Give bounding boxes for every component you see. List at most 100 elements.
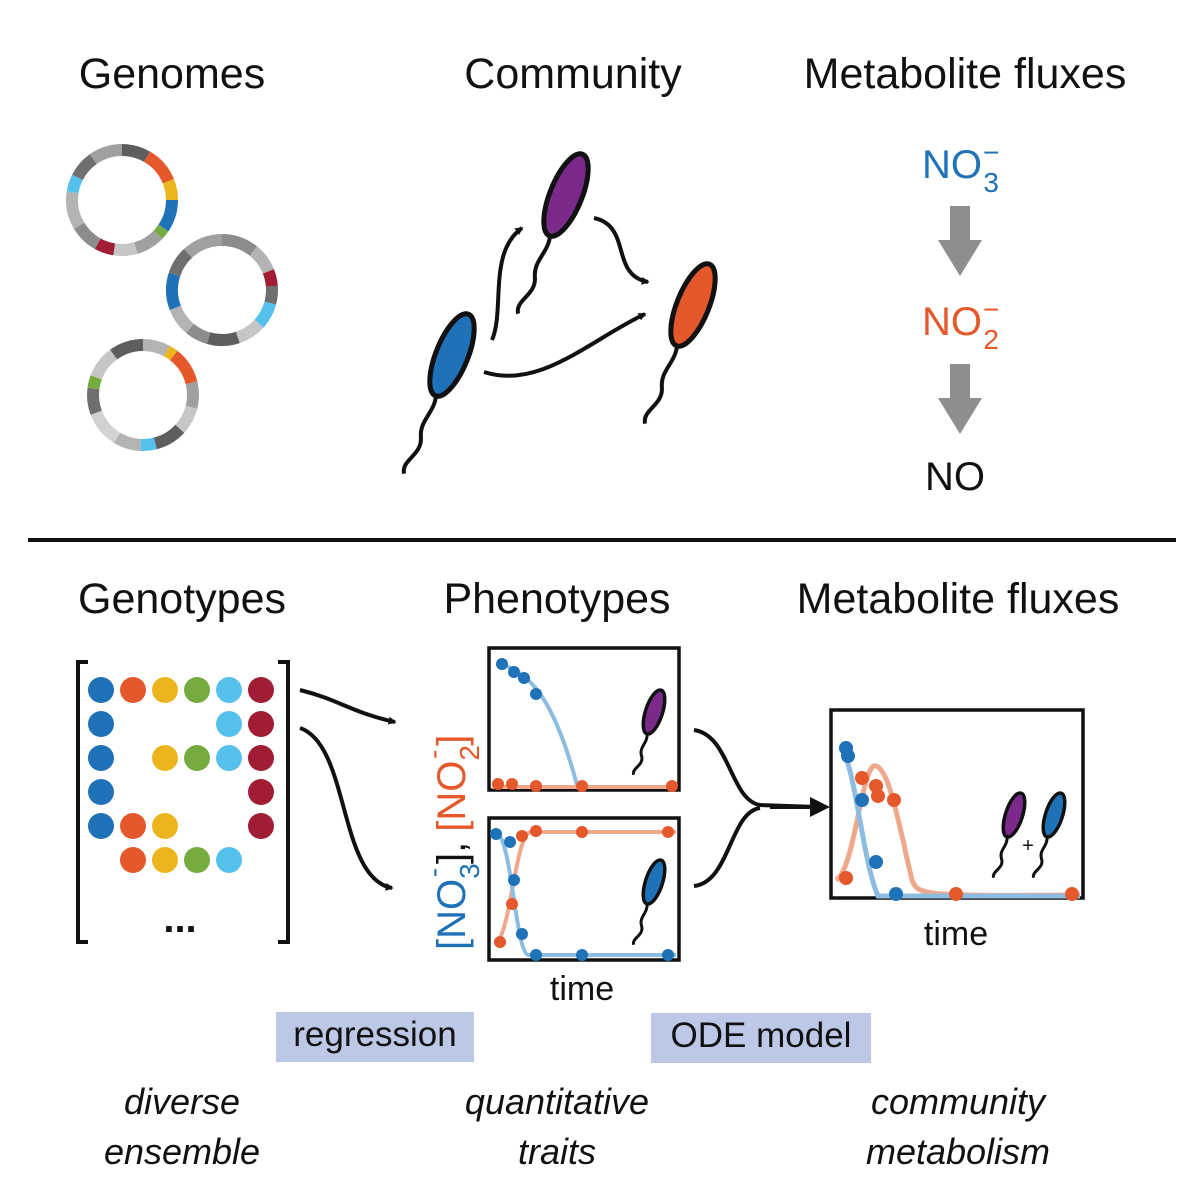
nitrite-points (492, 778, 678, 792)
genotype-dot (248, 779, 274, 805)
genotype-matrix (88, 677, 274, 873)
genome-segment (162, 179, 178, 201)
genotype-dot (152, 847, 178, 873)
caption-middle-line2: traits (518, 1131, 596, 1172)
genotype-dot (184, 847, 210, 873)
genotype-dot (88, 779, 114, 805)
bacterium-blue (401, 311, 477, 475)
genotype-dot (88, 745, 114, 771)
genome-segment (183, 234, 223, 258)
genomes-title: Genomes (79, 50, 265, 98)
bacterium-purple (515, 151, 591, 315)
nitrite-points (494, 825, 674, 948)
mini-bacterium-blue (631, 858, 667, 946)
genome-segment (169, 350, 198, 385)
genome-segment (113, 432, 142, 451)
genome-segment (168, 248, 193, 277)
ode-model-highlight (651, 1013, 871, 1063)
community-plot: + (829, 708, 1085, 901)
genotype-dot (88, 711, 114, 737)
arrow-down-1 (938, 206, 982, 276)
arrow-top-plot-to-combined (693, 728, 819, 809)
genome-segment (90, 410, 121, 443)
genome-segment (175, 405, 198, 433)
genotype-dot (248, 813, 274, 839)
svg-text:[NO3-],[NO2-]: [NO3-],[NO2-] (418, 735, 485, 950)
genotypes-title: Genotypes (78, 575, 286, 623)
arrow-down-2 (938, 364, 982, 434)
community-title: Community (464, 50, 682, 98)
bacterium-orange (642, 261, 718, 425)
regression-highlight (276, 1012, 474, 1062)
genome-segment (169, 305, 194, 333)
genome-segment (235, 319, 264, 344)
regression-label: regression (293, 1015, 456, 1054)
caption-middle-line1: quantitative (465, 1081, 649, 1122)
genome-segment (73, 222, 101, 249)
genotype-dot (184, 677, 210, 703)
arrow-bottom-plot-to-combined (693, 806, 761, 888)
genome-segment (143, 151, 174, 184)
genome-segment (140, 437, 157, 451)
caption-left-line1: diverse (124, 1081, 240, 1122)
nitrate-label: NO−3 (922, 137, 999, 198)
nitrite-points (839, 771, 1079, 901)
phenotype-plot-blue (487, 816, 681, 962)
genome-segment (254, 301, 277, 328)
genotype-dot (152, 745, 178, 771)
genotype-dot (248, 745, 274, 771)
arrow-matrix-to-top-plot (299, 688, 397, 725)
genome-segment (249, 246, 274, 274)
phenotype-plot-purple (487, 646, 681, 792)
genotype-dot (248, 677, 274, 703)
arrow-blue-to-purple (490, 226, 524, 341)
bottom-fluxes-title: Metabolite fluxes (797, 575, 1120, 623)
nitrogen-chain: NO−3 NO−2 NO (922, 137, 999, 499)
genome-segment (153, 424, 185, 450)
arrow-purple-to-orange (593, 216, 650, 285)
genotype-dot (216, 677, 242, 703)
nitrate-points (490, 828, 674, 961)
mini-bacterium-blue-combined (1031, 791, 1067, 879)
mini-bacterium-purple-combined (991, 791, 1027, 879)
arrow-matrix-to-bottom-plot (299, 726, 394, 891)
genome-segment (113, 242, 138, 256)
genotype-dot (88, 677, 114, 703)
genotype-dot (184, 745, 210, 771)
genome-segment (72, 154, 97, 181)
genome-segment (87, 375, 102, 390)
genotype-dot (88, 813, 114, 839)
genotype-dot (152, 813, 178, 839)
community-diagram (401, 151, 718, 475)
phenotype-ylabel: [NO3-],[NO2-] (418, 735, 485, 950)
genome-segment (133, 230, 163, 254)
mini-bacterium-purple (631, 688, 667, 776)
nitrite-label: NO−2 (922, 294, 999, 355)
genome-segment (221, 234, 258, 256)
time-label-community: time (924, 915, 988, 953)
caption-right-line1: community (871, 1081, 1047, 1122)
genome-segment (166, 272, 182, 310)
genome-segment (142, 339, 170, 357)
ode-model-label: ODE model (671, 1016, 852, 1055)
genome-rings (66, 144, 278, 451)
genome-segment (262, 269, 278, 287)
plus-sign: + (1022, 835, 1034, 857)
genome-segment (158, 199, 178, 232)
genotype-dot (120, 813, 146, 839)
genome-segment (153, 224, 169, 239)
genome-segment (206, 331, 240, 346)
genome-segment (110, 339, 144, 360)
genome-segment (89, 144, 123, 165)
genome-segment (121, 144, 150, 163)
genotype-dot (152, 677, 178, 703)
genome-segment (185, 381, 199, 409)
nitrate-points (839, 741, 903, 901)
arrow-blue-to-orange (483, 312, 647, 378)
genome-segment (163, 345, 178, 361)
genotype-dot (120, 677, 146, 703)
genome-segment (87, 387, 102, 415)
genotype-dot (216, 711, 242, 737)
genome-segment (94, 238, 116, 256)
